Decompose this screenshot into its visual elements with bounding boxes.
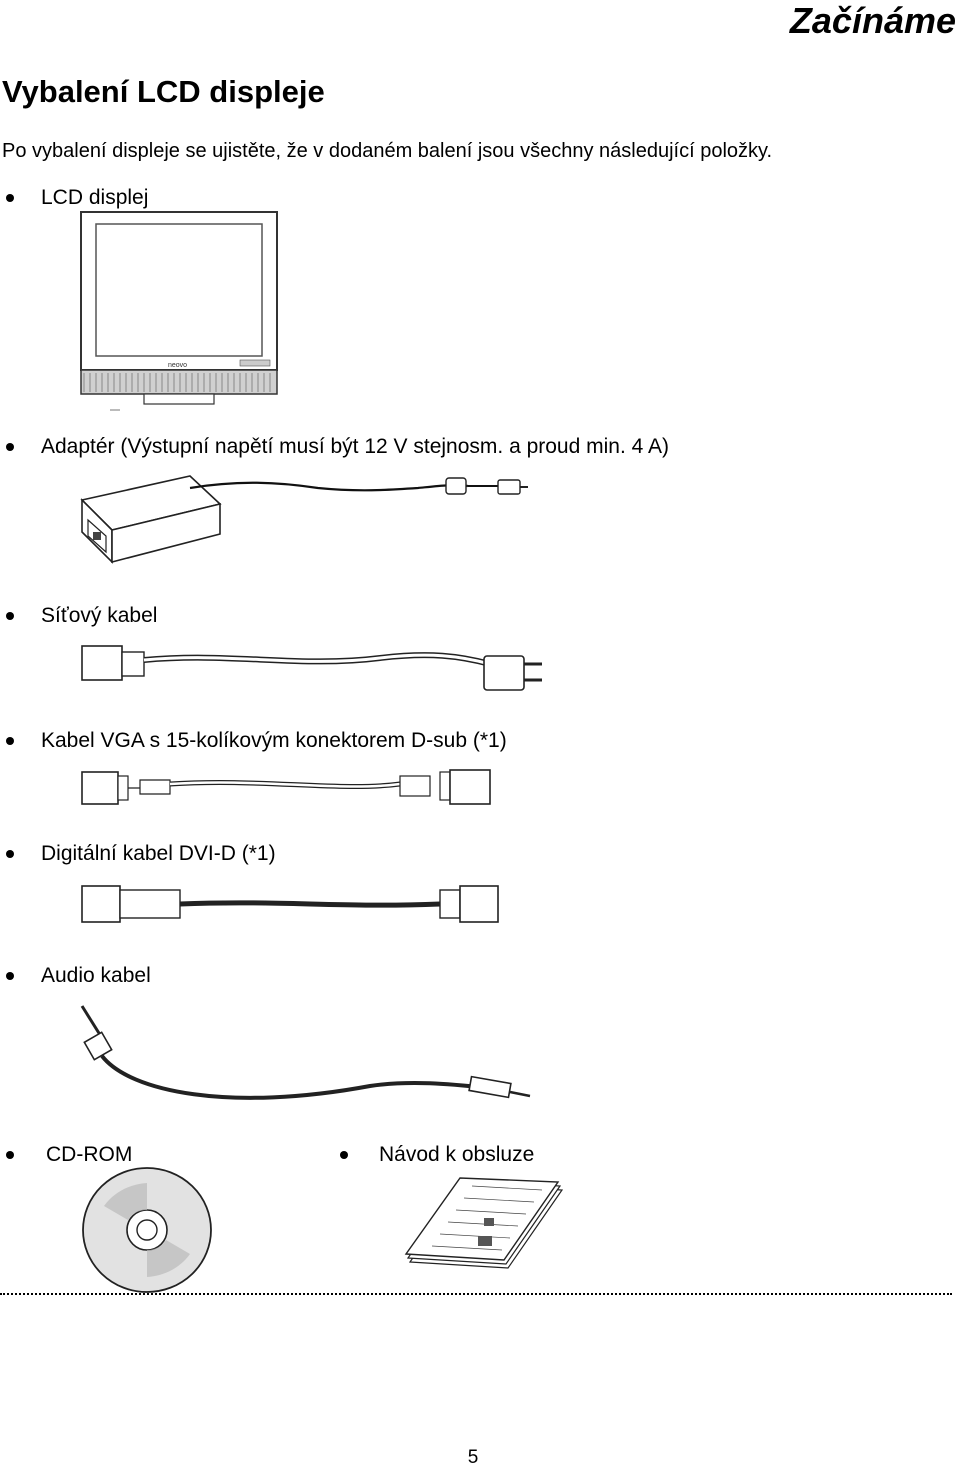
vga-cable-illustration <box>81 769 491 805</box>
chapter-title: Začínáme <box>789 0 956 41</box>
item-label-lcd: LCD displej <box>41 186 149 209</box>
item-label-manual: Návod k obsluze <box>379 1143 535 1166</box>
page-number: 5 <box>467 1447 479 1468</box>
item-label-power-cord: Síťový kabel <box>41 604 158 627</box>
power-adapter-illustration <box>80 475 528 564</box>
section-title: Vybalení LCD displeje <box>2 74 325 109</box>
bullet-icon <box>6 972 14 980</box>
dvi-cable-illustration <box>81 885 499 923</box>
bullet-icon <box>340 1151 348 1159</box>
bullet-icon <box>6 1151 14 1159</box>
item-label-cdrom: CD-ROM <box>46 1143 133 1166</box>
item-label-dvi: Digitální kabel DVI-D (*1) <box>41 842 276 865</box>
audio-cable-illustration <box>80 1005 531 1100</box>
item-label-adapter: Adaptér (Výstupní napětí musí být 12 V s… <box>41 435 669 458</box>
lcd-monitor-illustration: neovo <box>80 211 278 411</box>
footer-divider <box>0 1293 952 1295</box>
manual-booklet-illustration <box>404 1177 564 1269</box>
item-label-audio: Audio kabel <box>41 964 151 987</box>
item-label-vga: Kabel VGA s 15-kolíkovým konektorem D-su… <box>41 729 507 752</box>
bullet-icon <box>6 737 14 745</box>
svg-text:neovo: neovo <box>168 362 187 369</box>
bullet-icon <box>6 194 14 202</box>
bullet-icon <box>6 612 14 620</box>
cd-rom-illustration <box>82 1167 212 1293</box>
bullet-icon <box>6 850 14 858</box>
power-cord-illustration <box>81 645 542 691</box>
intro-text: Po vybalení displeje se ujistěte, že v d… <box>2 140 773 162</box>
bullet-icon <box>6 443 14 451</box>
